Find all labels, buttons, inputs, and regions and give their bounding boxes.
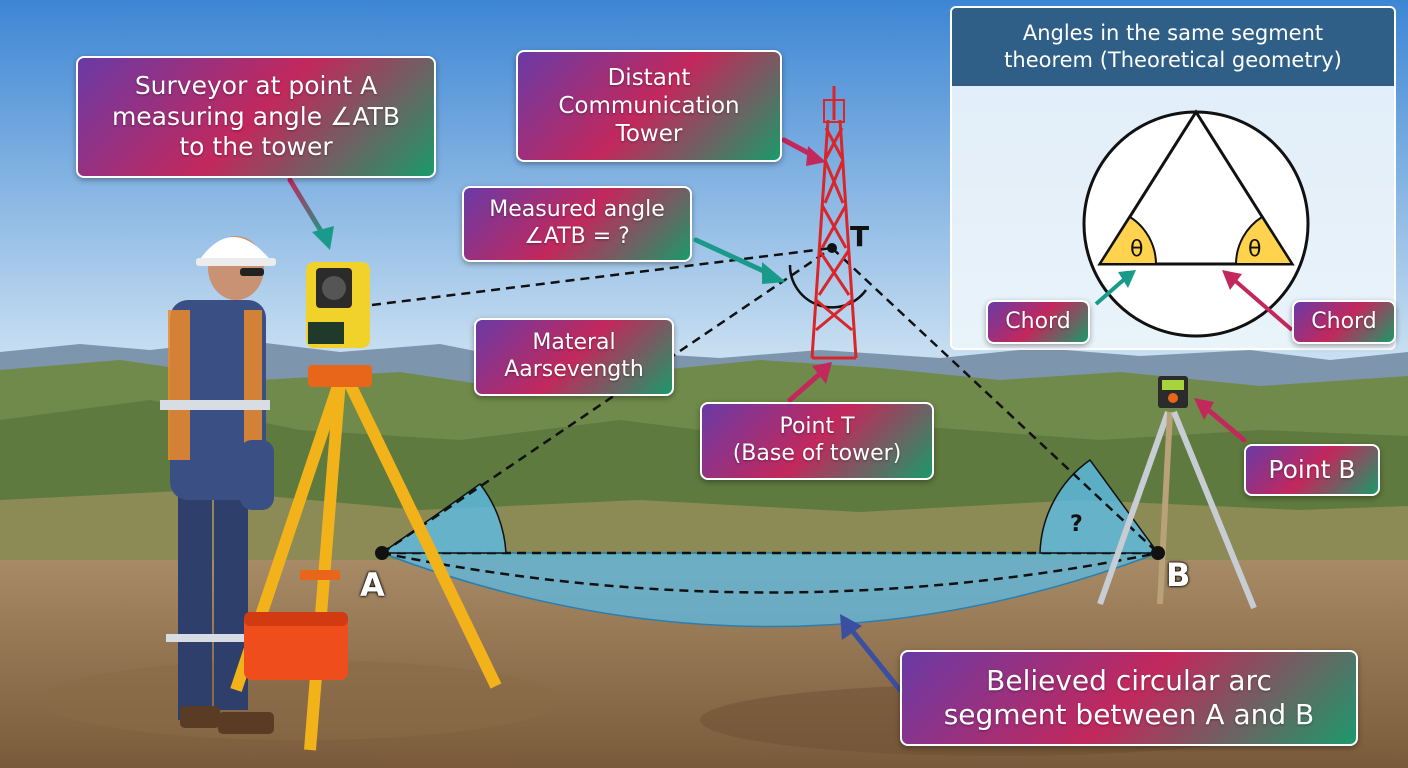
callout-tower-line: Communication (558, 92, 740, 119)
callout-point-t-line: (Base of tower) (732, 441, 902, 466)
inset-triangle (1097, 109, 1295, 266)
inset-title-line: Angles in the same segment (1022, 20, 1324, 45)
point-a-label: A (360, 566, 385, 604)
arrowhead-measured (762, 262, 786, 284)
arrow-surveyor (287, 177, 327, 239)
callout-arc-segment: Believed circular arc segment between A … (900, 650, 1358, 746)
callout-measured-line: ∠ATB = ? (524, 224, 630, 249)
point-t-marker (827, 243, 837, 253)
circular-arc-segment (381, 552, 1159, 628)
equipment-case (244, 612, 348, 680)
callout-tower-line: Distant (607, 64, 691, 91)
arrowhead-surveyor (312, 226, 334, 250)
arrow-measured (693, 237, 773, 277)
callout-measured-angle: Measured angle ∠ATB = ? (462, 186, 692, 262)
callout-point-b-text: Point B (1268, 454, 1356, 484)
callout-point-t-line: Point T (779, 414, 855, 440)
inset-circle (1082, 110, 1310, 338)
arrow-point-t (787, 369, 825, 403)
arrowhead-point-t (812, 362, 832, 384)
callout-point-t: Point T (Base of tower) (700, 402, 934, 480)
chord-label-left-text: Chord (1005, 308, 1071, 334)
callout-point-b: Point B (1244, 444, 1380, 496)
inset-diagram: θ θ (1082, 109, 1310, 338)
angle-wedge-a (379, 482, 507, 554)
equipment-case-lid (244, 612, 348, 626)
inset-theta-left: θ (1130, 237, 1143, 262)
inset-title-line: theorem (Theoretical geometry) (1004, 48, 1342, 72)
callout-tower: Distant Communication Tower (516, 50, 782, 162)
inset-arrowhead-left (1118, 270, 1136, 288)
callout-surveyor-line: to the tower (179, 132, 333, 162)
arrowhead-tower (806, 146, 826, 166)
inset-theta-right: θ (1248, 237, 1261, 262)
theorem-inset: Angles in the same segment theorem (Theo… (950, 6, 1396, 350)
arrow-point-b (1203, 405, 1247, 443)
total-station (306, 262, 370, 348)
inset-title: Angles in the same segment theorem (Theo… (952, 8, 1394, 86)
sightline-a-t (381, 246, 833, 555)
callout-surveyor: Surveyor at point A measuring angle ∠ATB… (76, 56, 436, 178)
inset-arrow-left (1094, 274, 1130, 306)
point-a-marker (375, 546, 389, 560)
arrowhead-point-b (1194, 398, 1214, 420)
chord-label-right-text: Chord (1311, 308, 1377, 334)
ground-patch (40, 660, 560, 740)
callout-material-line: Aarsevength (504, 357, 644, 382)
inset-arrow-right (1230, 276, 1294, 332)
arrow-arc (847, 625, 903, 693)
chord-label-left: Chord (986, 300, 1090, 344)
chord-label-right: Chord (1292, 300, 1396, 344)
angle-b-unknown: ? (1070, 512, 1083, 537)
inset-arrowhead-right (1222, 270, 1242, 290)
callout-measured-line: Measured angle (489, 197, 665, 223)
callout-surveyor-line: measuring angle ∠ATB (111, 101, 401, 131)
inset-angle-left (1098, 215, 1158, 265)
callout-arc-line: segment between A and B (943, 698, 1315, 731)
point-t-label: T (850, 220, 870, 253)
communication-tower (810, 86, 858, 360)
angle-arc-t (788, 264, 868, 309)
arc-dashed-curve (381, 551, 1159, 594)
callout-surveyor-line: Surveyor at point A (134, 71, 378, 101)
surveyor (160, 236, 276, 734)
callout-tower-line: Tower (615, 121, 683, 148)
inset-angle-right (1234, 215, 1294, 265)
arrowhead-arc (840, 614, 862, 640)
point-b-label: B (1166, 556, 1191, 594)
callout-material: Materal Aarsevength (474, 318, 674, 396)
sightline-instrument-t (371, 246, 833, 307)
tripod-b (1097, 376, 1257, 610)
callout-arc-line: Believed circular arc (986, 663, 1272, 697)
callout-material-line: Materal (532, 330, 616, 356)
point-b-marker (1151, 546, 1165, 560)
